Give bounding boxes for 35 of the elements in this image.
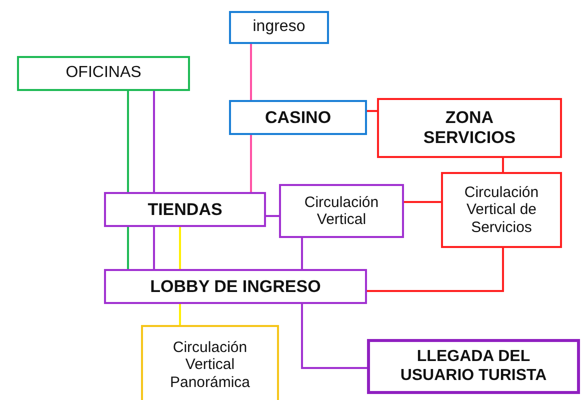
node-label: ZONA SERVICIOS (422, 108, 517, 148)
node-label: TIENDAS (148, 200, 222, 220)
node-label: ingreso (252, 18, 306, 37)
connector-line (127, 91, 129, 192)
node-label: CASINO (264, 108, 332, 128)
area-box (17, 56, 190, 91)
lobby-box (104, 269, 367, 304)
entry-box (229, 11, 329, 44)
connector-line (301, 304, 367, 369)
circulation-box (141, 325, 279, 400)
circulation-box (279, 184, 404, 238)
arrival-box (367, 339, 580, 394)
circulation-box (441, 172, 562, 248)
node-label: LLEGADA DEL USUARIO TURISTA (399, 348, 548, 385)
area-box (377, 98, 562, 158)
connector-line (404, 201, 441, 203)
connector-line (301, 238, 303, 269)
node-label: Circulación Vertical de Servicios (463, 184, 540, 236)
connector-line (367, 110, 377, 112)
connector-line (250, 135, 252, 192)
node-label: LOBBY DE INGRESO (150, 276, 321, 296)
connector-line (367, 248, 504, 292)
connector-line (266, 215, 279, 217)
connector-line (179, 227, 181, 269)
node-label: Circulación Vertical Panorámica (168, 339, 252, 391)
connector-line (153, 227, 155, 269)
connector-line (250, 44, 252, 100)
connector-line (502, 158, 504, 172)
node-label: Circulación Vertical (303, 194, 380, 228)
connector-line (153, 91, 155, 192)
area-box (229, 100, 367, 135)
connector-line (127, 227, 129, 269)
connector-line (179, 304, 181, 325)
node-label: OFICINAS (66, 64, 142, 83)
area-box (104, 192, 266, 227)
